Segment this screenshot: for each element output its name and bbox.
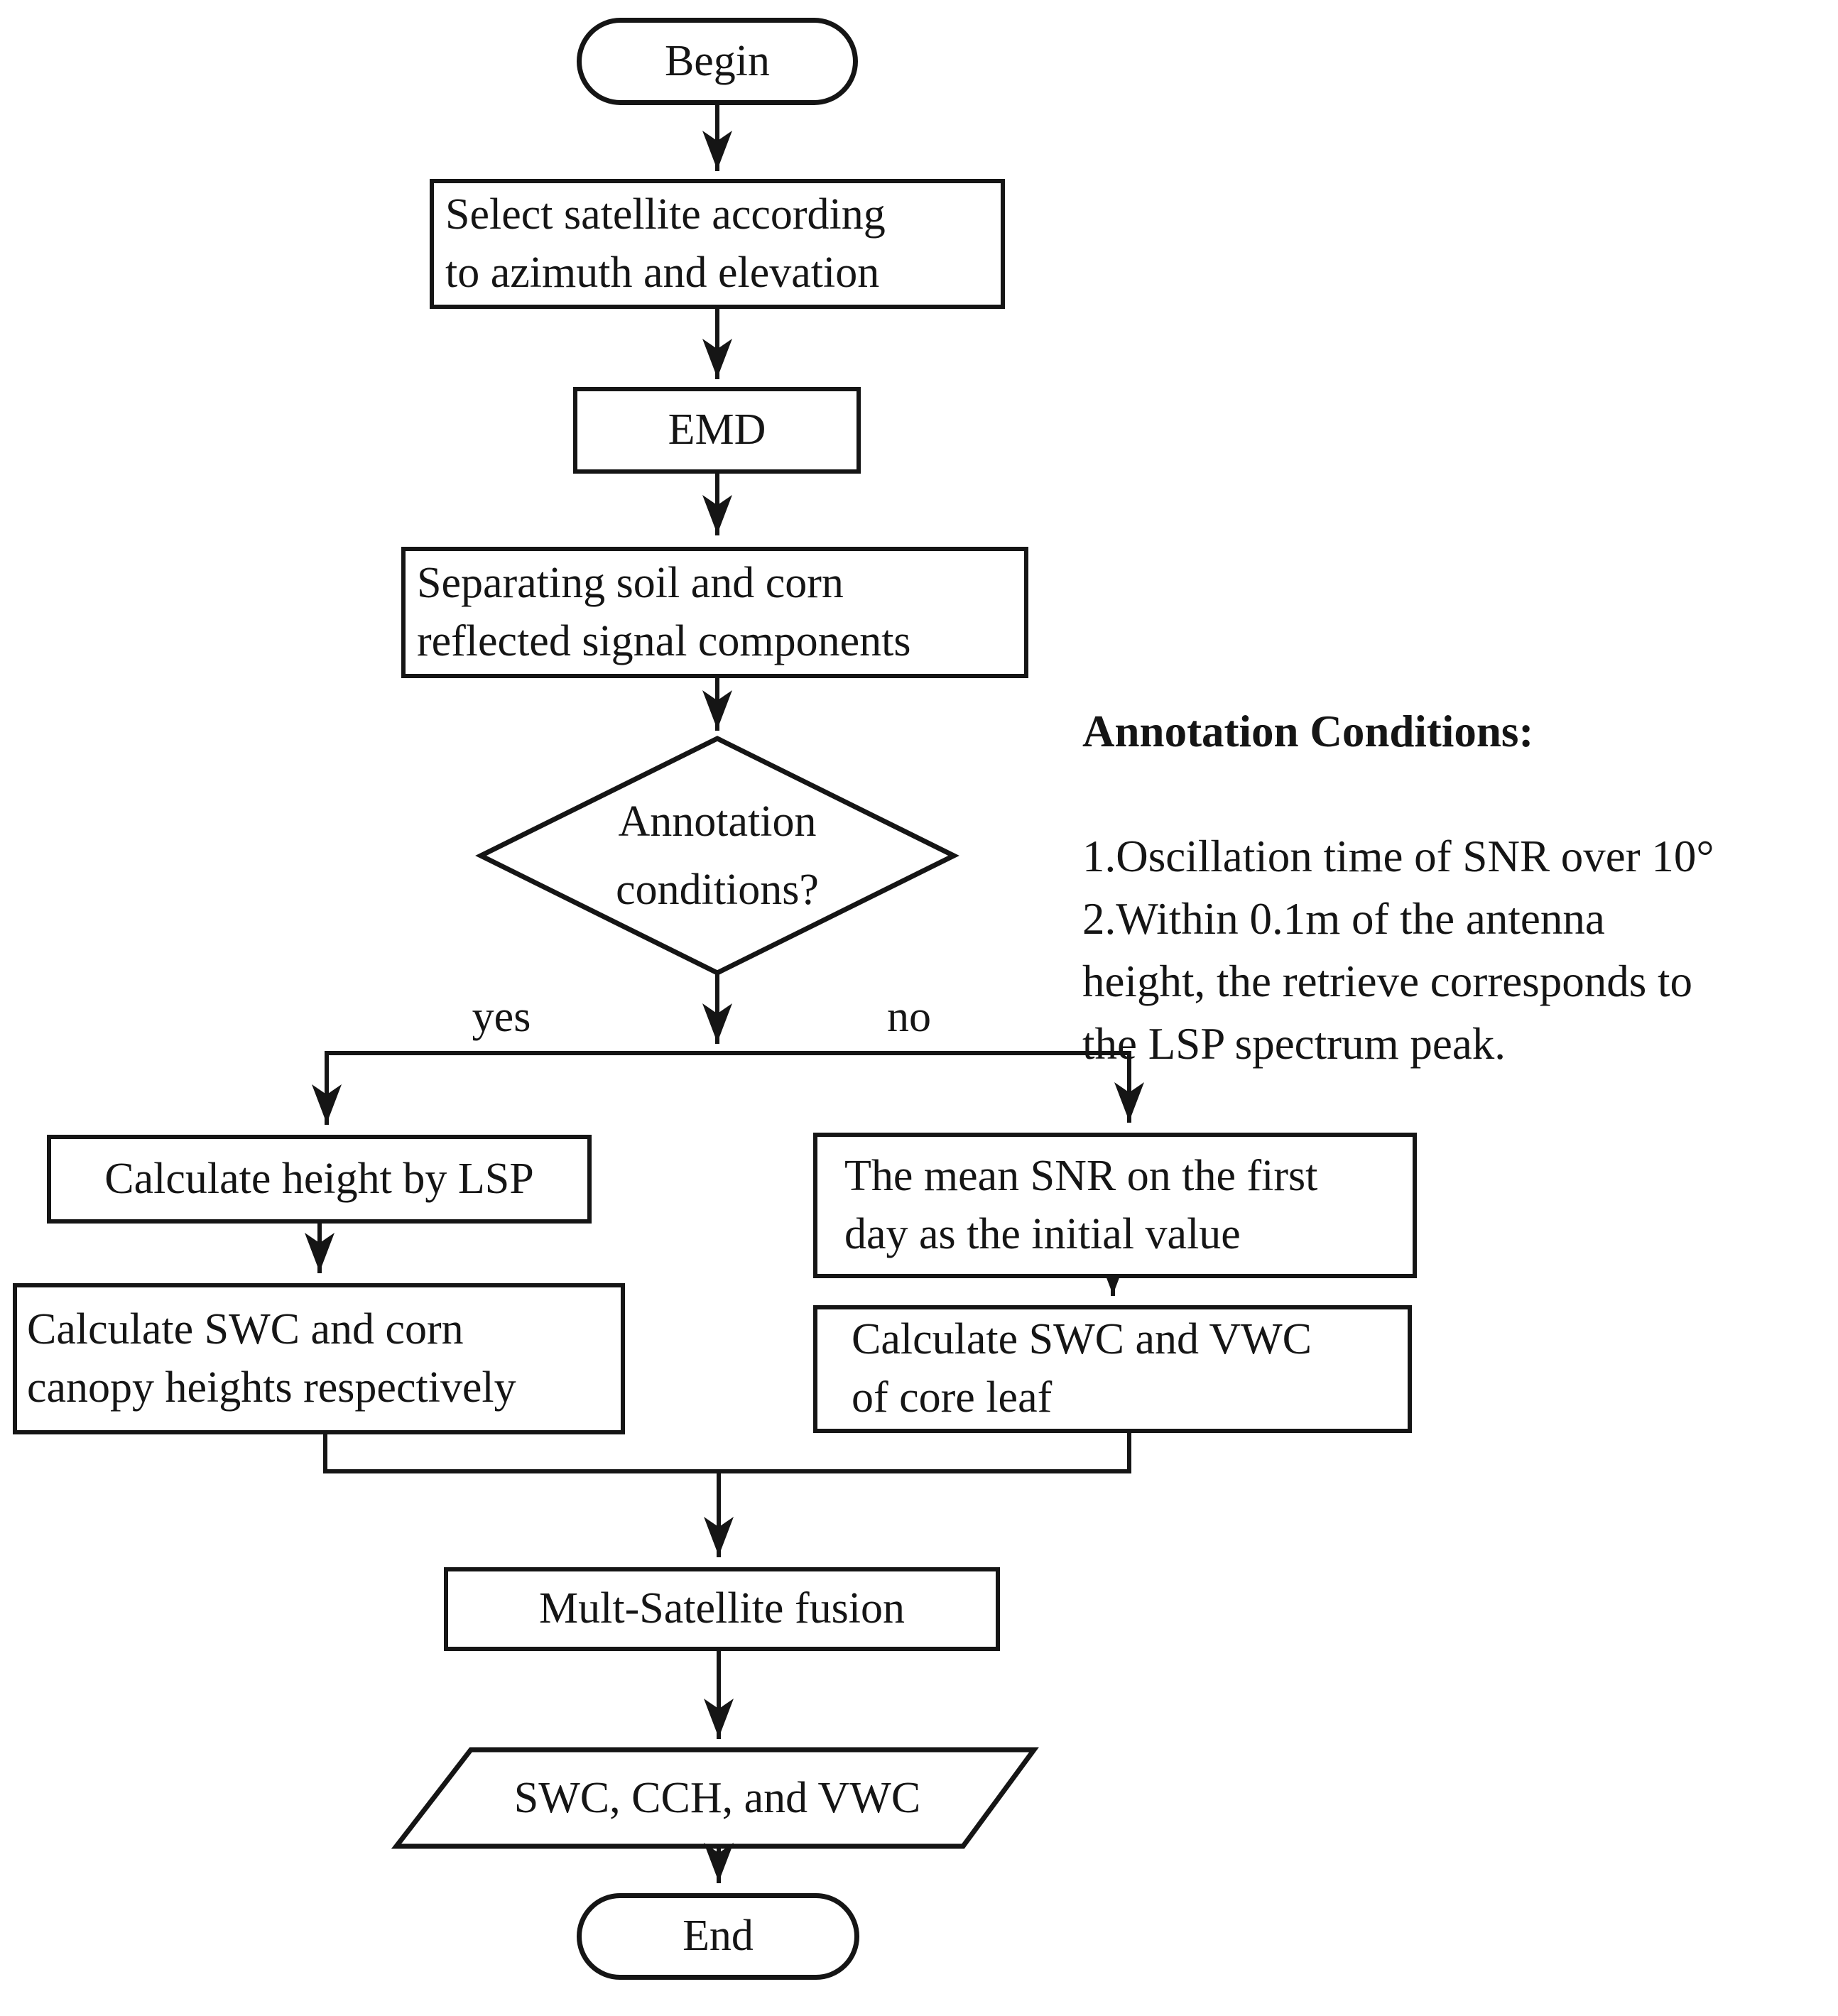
node-calc-height-lsp: Calculate height by LSP xyxy=(47,1135,592,1224)
node-emd-label: EMD xyxy=(668,405,766,454)
node-fusion-label: Mult-Satellite fusion xyxy=(539,1584,905,1633)
merge-line xyxy=(323,1429,1131,1473)
node-end: End xyxy=(577,1893,859,1980)
node-calc-height-lsp-label: Calculate height by LSP xyxy=(104,1154,534,1203)
node-separate-signal: Separating soil and corn reflected signa… xyxy=(401,547,1028,678)
node-calc-swc-corn-label: Calculate SWC and corn canopy heights re… xyxy=(27,1304,516,1412)
node-fusion: Mult-Satellite fusion xyxy=(444,1567,1000,1651)
node-begin: Begin xyxy=(577,18,858,105)
node-separate-signal-label: Separating soil and corn reflected signa… xyxy=(417,558,911,665)
node-emd: EMD xyxy=(573,387,861,474)
node-calc-swc-vwc: Calculate SWC and VWC of core leaf xyxy=(813,1305,1412,1433)
branch-no-label: no xyxy=(887,993,931,1041)
node-mean-snr-label: The mean SNR on the first day as the ini… xyxy=(844,1151,1318,1258)
node-calc-swc-vwc-label: Calculate SWC and VWC of core leaf xyxy=(852,1315,1312,1422)
node-select-satellite: Select satellite according to azimuth an… xyxy=(430,179,1005,309)
node-begin-label: Begin xyxy=(664,36,771,85)
output-parallelogram-shape xyxy=(391,1747,1039,1849)
node-end-label: End xyxy=(683,1912,754,1961)
node-mean-snr: The mean SNR on the first day as the ini… xyxy=(813,1133,1417,1278)
node-output-label: SWC, CCH, and VWC xyxy=(513,1773,921,1822)
node-calc-swc-corn: Calculate SWC and corn canopy heights re… xyxy=(13,1283,625,1434)
annotation-body: 1.Oscillation time of SNR over 10° 2.Wit… xyxy=(1082,832,1714,1069)
annotation-title: Annotation Conditions: xyxy=(1082,707,1534,756)
node-decision-label: Annotation conditions? xyxy=(616,797,819,914)
node-select-satellite-label: Select satellite according to azimuth an… xyxy=(445,190,886,297)
annotation-block: Annotation Conditions: 1.Oscillation tim… xyxy=(1082,638,1837,1138)
branch-yes-label: yes xyxy=(472,993,531,1041)
